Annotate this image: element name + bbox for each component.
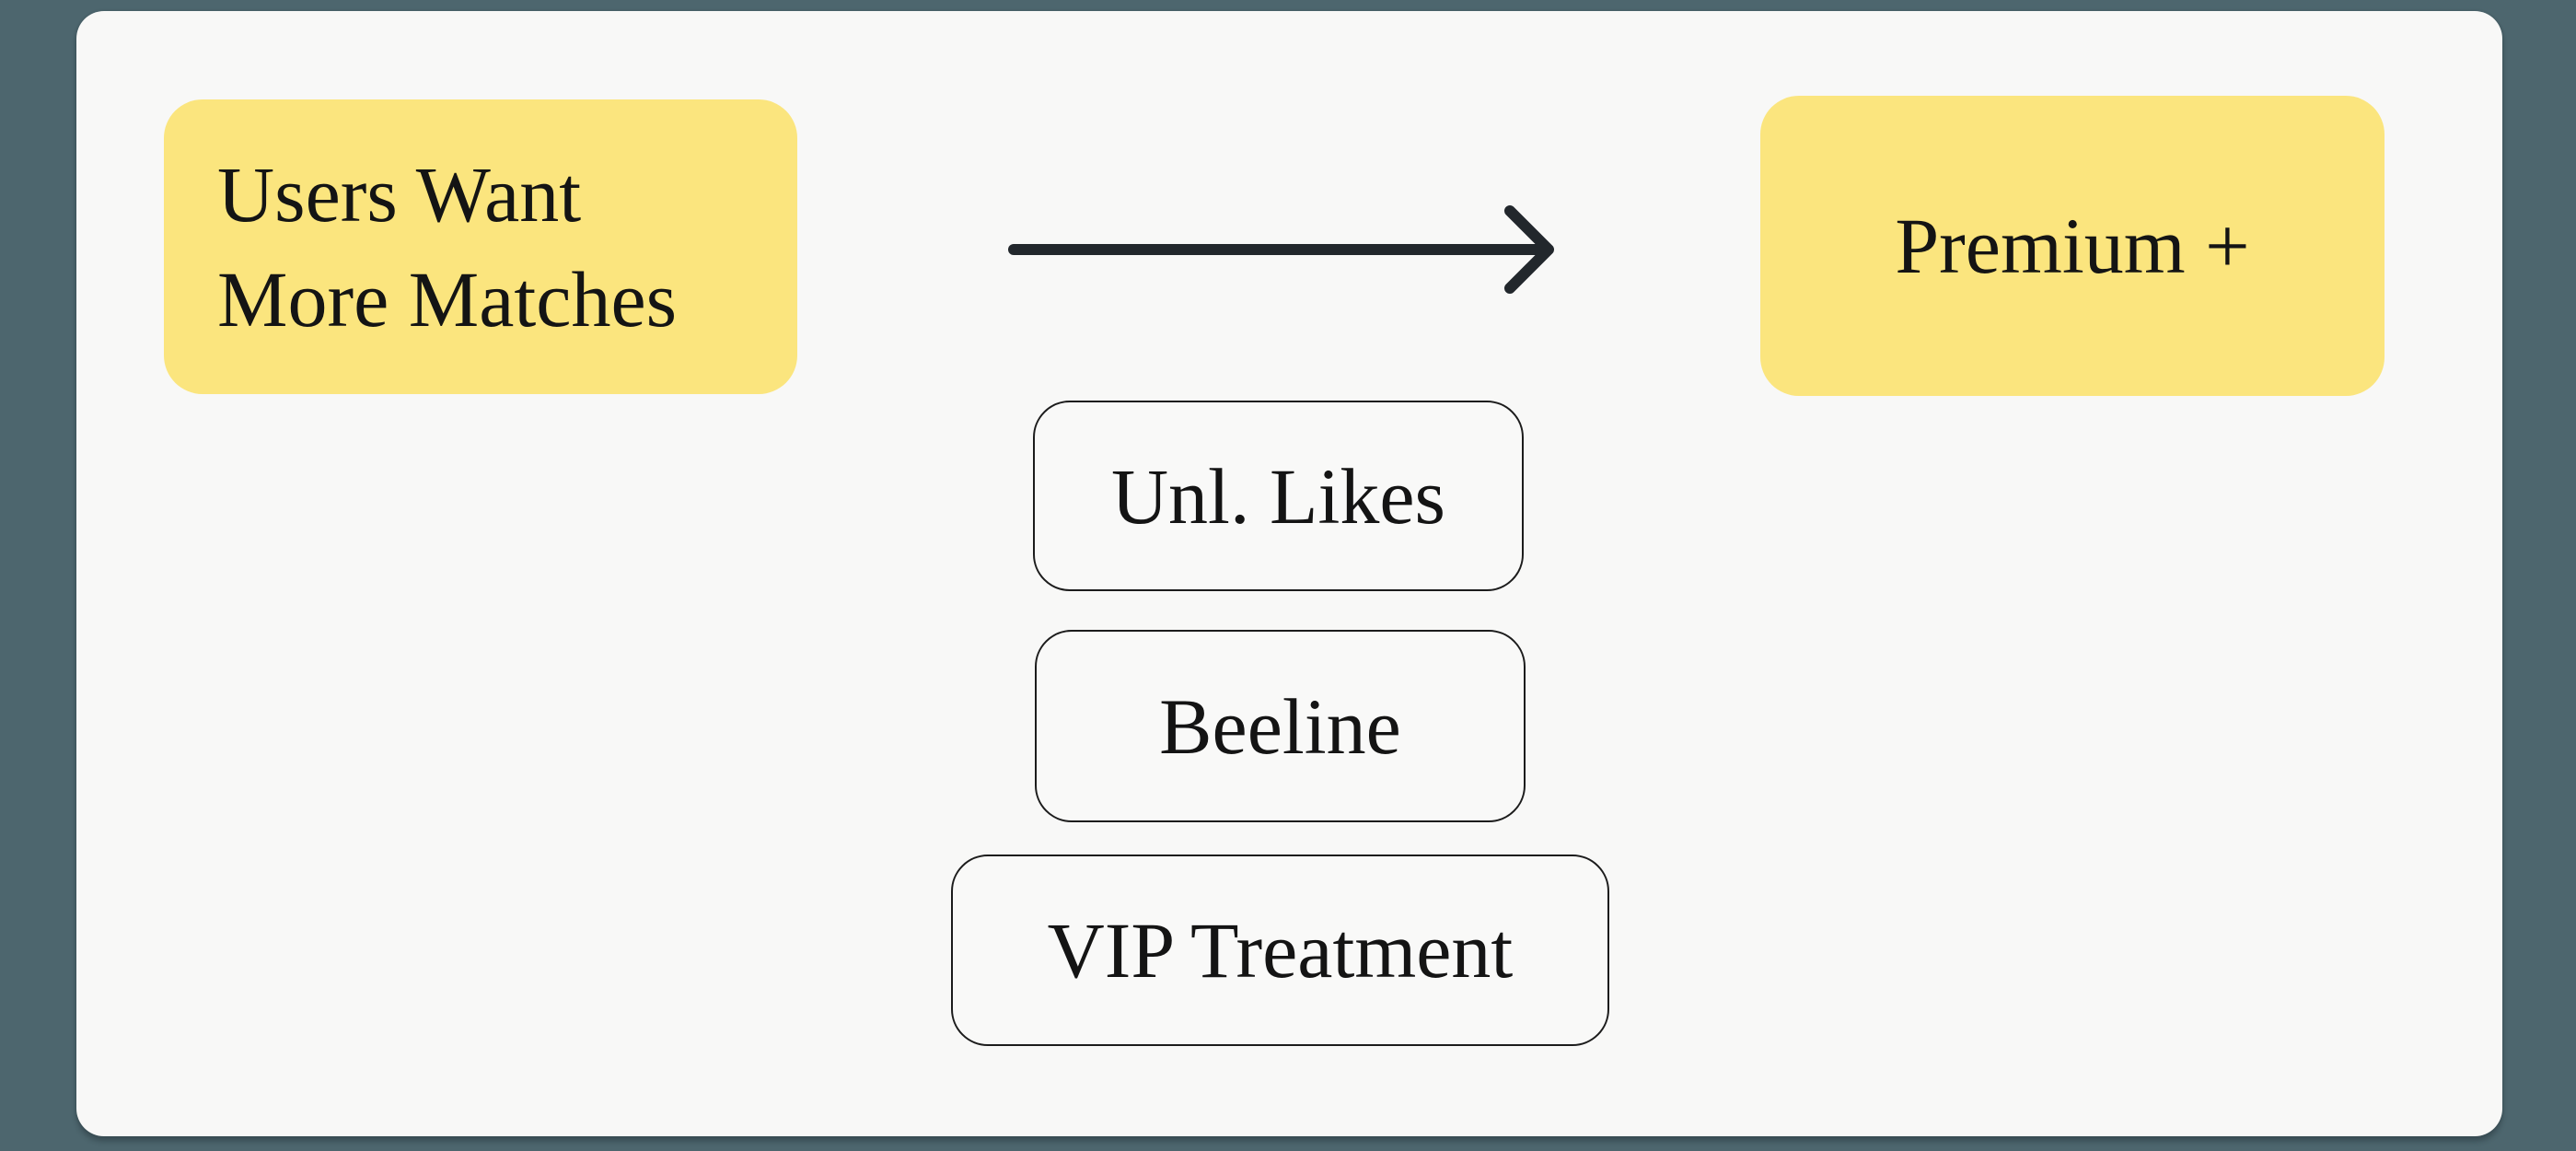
node-label-line-1: Users Want <box>217 150 582 238</box>
node-label: Unl. Likes <box>1110 451 1446 541</box>
node-label-line-2: More Matches <box>217 255 678 343</box>
node-label: Premium + <box>1895 202 2250 290</box>
node-premium-plus: Premium + <box>1760 96 2385 396</box>
node-label: Beeline <box>1159 681 1401 771</box>
node-users-want-more-matches: Users Want More Matches <box>164 99 797 394</box>
node-beeline: Beeline <box>1035 630 1526 822</box>
slide-panel: Users Want More Matches Premium + Unl. L… <box>76 11 2502 1136</box>
node-label: VIP Treatment <box>1047 906 1514 994</box>
node-unl-likes: Unl. Likes <box>1033 401 1524 591</box>
arrow-right-icon <box>1008 205 1554 294</box>
node-label: Users Want More Matches <box>217 142 677 352</box>
node-vip-treatment: VIP Treatment <box>951 855 1609 1046</box>
